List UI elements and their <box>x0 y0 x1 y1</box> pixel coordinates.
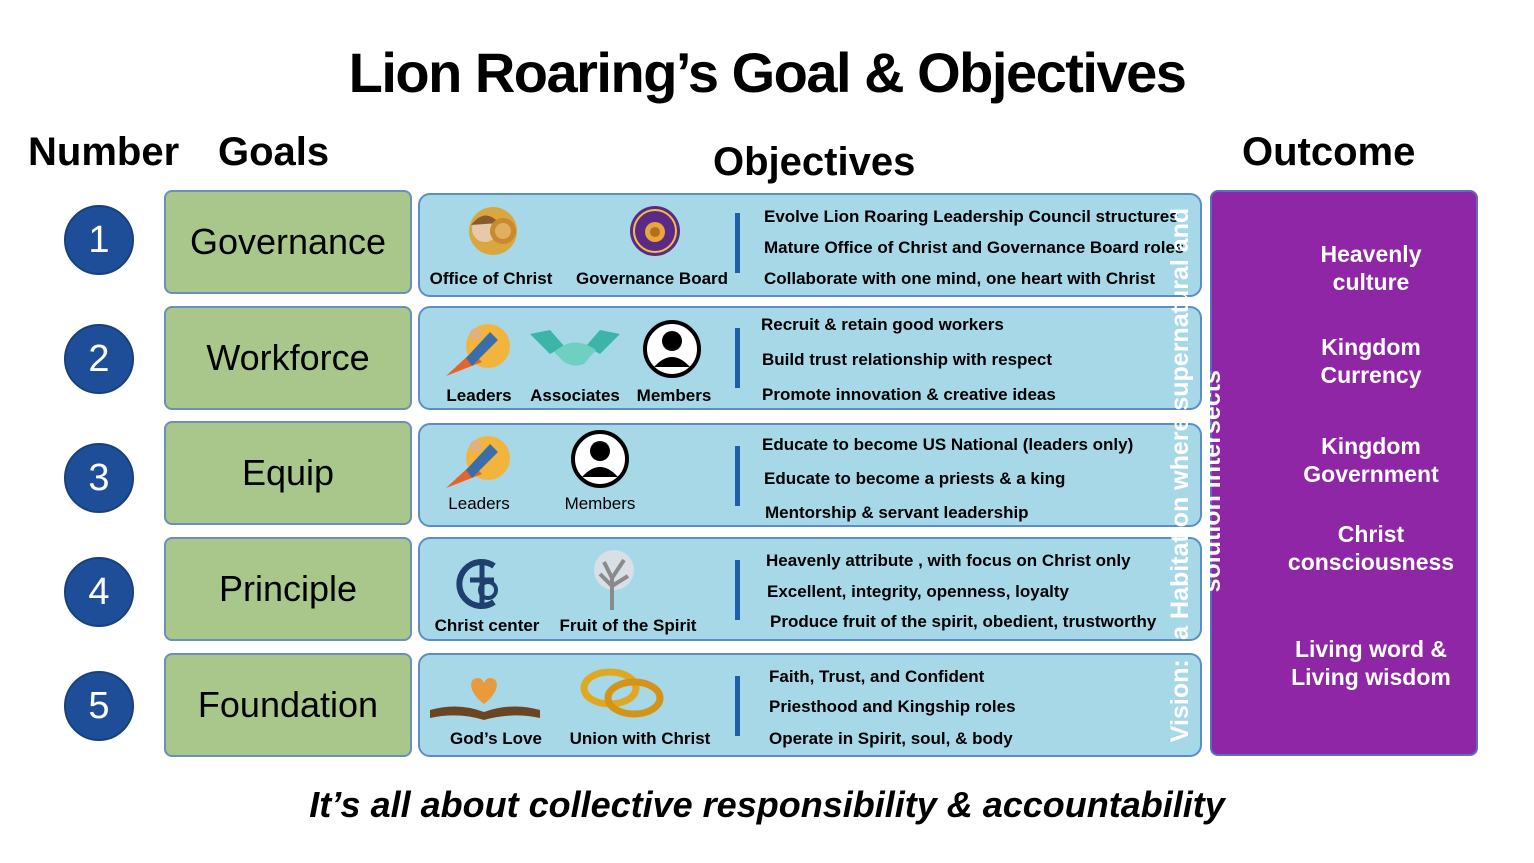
wedding-rings-icon <box>578 660 666 727</box>
objective-1-1: Evolve Lion Roaring Leadership Council s… <box>764 207 1179 226</box>
number-badge-1: 1 <box>64 205 134 275</box>
outcome-christ-consciousness: Christ consciousness <box>1287 521 1455 575</box>
icon-label-members: Members <box>636 386 712 405</box>
icon-label-members: Members <box>564 494 636 513</box>
goals-column-header: Goals <box>218 130 330 174</box>
number-badge-3: 3 <box>64 443 134 513</box>
number-column-header: Number <box>28 130 180 174</box>
objective-3-1: Educate to become US National (leaders o… <box>762 435 1134 454</box>
office-of-christ-icon <box>463 205 523 262</box>
icon-label-union-with-christ: Union with Christ <box>569 729 711 748</box>
icon-label-office-of-christ: Office of Christ <box>429 269 553 288</box>
objective-4-3: Produce fruit of the spirit, obedient, t… <box>770 612 1157 631</box>
objective-2-2: Build trust relationship with respect <box>762 350 1052 369</box>
vision-statement: Vision: “a Habitation where supernatural… <box>1166 207 1226 743</box>
objective-5-3: Operate in Spirit, soul, & body <box>769 729 1013 748</box>
outcome-heavenly-culture: Heavenly culture <box>1320 241 1422 295</box>
outcome-kingdom-government: Kingdom Government <box>1303 433 1439 487</box>
icon-label-gods-love: God’s Love <box>450 729 542 748</box>
tree-icon <box>582 548 646 617</box>
icon-label-governance-board: Governance Board <box>575 269 729 288</box>
icon-label-leaders: Leaders <box>448 494 510 513</box>
outcome-kingdom-currency: Kingdom Currency <box>1320 334 1422 388</box>
number-badge-4: 4 <box>64 557 134 627</box>
icon-label-christ-center: Christ center <box>434 616 540 635</box>
outcome-box <box>1210 190 1478 756</box>
objectives-box-governance <box>418 193 1202 297</box>
page-title: Lion Roaring’s Goal & Objectives <box>348 41 1187 104</box>
objectives-box-workforce <box>418 306 1202 410</box>
icon-label-leaders: Leaders <box>446 386 512 405</box>
christ-center-icon <box>454 556 506 617</box>
handshake-icon <box>528 324 622 377</box>
divider-5 <box>735 676 740 736</box>
objective-4-1: Heavenly attribute , with focus on Chris… <box>766 551 1131 570</box>
divider-3 <box>735 446 740 506</box>
member-person-icon <box>570 429 630 494</box>
objective-1-2: Mature Office of Christ and Governance B… <box>764 238 1185 257</box>
goal-box-governance: Governance <box>164 190 412 294</box>
governance-board-seal-icon <box>628 204 682 263</box>
outcome-column-header: Outcome <box>1242 130 1416 174</box>
leaders-rocket-icon <box>442 430 518 497</box>
footer-tagline: It’s all about collective responsibility… <box>309 784 1225 825</box>
icon-label-associates: Associates <box>530 386 620 405</box>
number-badge-5: 5 <box>64 671 134 741</box>
goal-box-principle: Principle <box>164 537 412 641</box>
objective-3-2: Educate to become a priests & a king <box>764 469 1066 488</box>
objective-2-1: Recruit & retain good workers <box>761 315 1004 334</box>
divider-2 <box>735 328 740 388</box>
objectives-column-header: Objectives <box>713 140 916 184</box>
icon-label-fruit-of-the-spirit: Fruit of the Spirit <box>559 616 697 635</box>
leaders-rocket-icon <box>442 318 518 385</box>
objective-1-3: Collaborate with one mind, one heart wit… <box>764 269 1156 288</box>
objective-3-3: Mentorship & servant leadership <box>765 503 1029 522</box>
outcome-living-word-wisdom: Living word & Living wisdom <box>1291 636 1451 690</box>
objectives-box-equip <box>418 423 1202 527</box>
objectives-box-foundation <box>418 653 1202 757</box>
goal-box-workforce: Workforce <box>164 306 412 410</box>
heart-book-icon <box>428 670 542 727</box>
objective-5-2: Priesthood and Kingship roles <box>769 697 1016 716</box>
divider-4 <box>735 560 740 620</box>
member-person-icon <box>642 319 702 384</box>
number-badge-2: 2 <box>64 324 134 394</box>
goal-box-equip: Equip <box>164 421 412 525</box>
objective-4-2: Excellent, integrity, openness, loyalty <box>767 582 1069 601</box>
objective-5-1: Faith, Trust, and Confident <box>769 667 985 686</box>
objective-2-3: Promote innovation & creative ideas <box>762 385 1056 404</box>
objectives-box-principle <box>418 537 1202 641</box>
divider-1 <box>735 213 740 273</box>
goal-box-foundation: Foundation <box>164 653 412 757</box>
